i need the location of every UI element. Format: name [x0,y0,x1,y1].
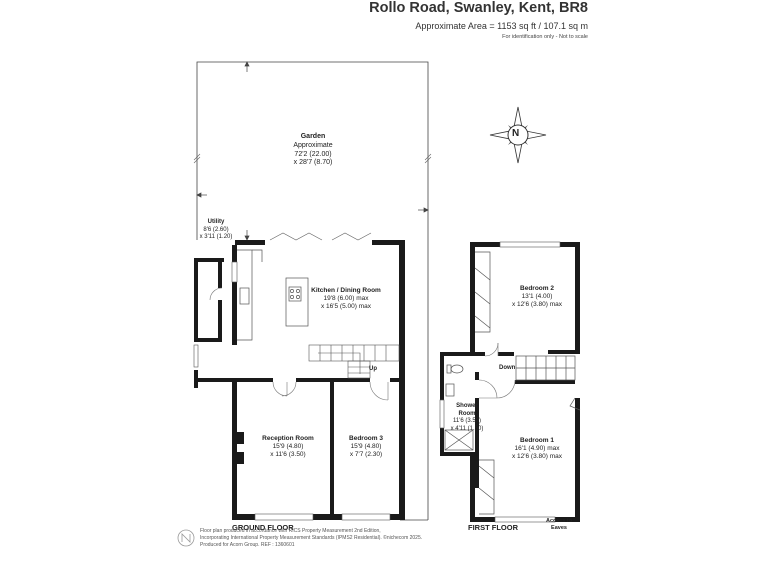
first-floor-windows [439,241,561,523]
bedroom1-name: Bedroom 1 [520,437,554,444]
garden-width: x 28'7 (8.70) [293,159,333,167]
shower-name-1: Shower [456,403,478,409]
bedroom3-name: Bedroom 3 [349,435,383,442]
ground-floor-windows [193,261,391,521]
utility-width: x 3'11 (1.20) [199,234,233,240]
utility-label: Utility 8'6 (2.60) x 3'11 (1.20) [196,219,236,242]
bifold-doors [269,232,372,241]
ground-door-swings [209,287,389,401]
shower-length: 11'6 (3.50) [452,418,482,424]
stairs-up-label: Up [369,366,377,372]
approximate-area: Approximate Area = 1153 sq ft / 107.1 sq… [415,21,588,31]
footer-line1: Floor plan produced in accordance with R… [200,528,381,534]
kitchen-name: Kitchen / Dining Room [311,287,381,294]
bedroom2-width: x 12'6 (3.80) max [511,301,562,309]
stairs-down-label: Down [499,365,516,371]
first-floor-walls [440,242,580,522]
reception-name: Reception Room [262,435,314,442]
first-floor-fittings [444,251,581,515]
first-door-swings [478,342,516,399]
first-floor-label: FIRST FLOOR [468,523,518,532]
identification-note: For identification only - Not to scale [502,34,588,40]
access-eaves-label: Access to Eaves [541,518,577,532]
nichecom-logo-icon [177,529,195,547]
utility-name: Utility [207,219,225,225]
kitchen-length: 19'8 (6.00) max [323,295,369,303]
reception-width: x 11'6 (3.50) [270,451,306,459]
kitchen-label: Kitchen / Dining Room 19'8 (6.00) max x … [306,287,386,311]
footer-line2: Incorporating International Property Mea… [200,534,423,541]
garden-ticks [193,153,432,164]
shower-width: x 4'11 (1.50) [450,425,484,432]
ground-stairs [308,344,400,379]
garden-approx: Approximate [293,141,333,149]
bedroom2-name: Bedroom 2 [520,285,554,292]
bedroom1-width: x 12'6 (3.80) max [511,453,562,461]
bedroom1-label: Bedroom 1 16'1 (4.90) max x 12'6 (3.80) … [504,437,570,461]
kitchen-width: x 16'5 (5.00) max [320,303,371,311]
bedroom3-width: x 7'7 (2.30) [349,451,383,459]
garden-arrows [196,61,429,241]
property-title: Rollo Road, Swanley, Kent, BR8 [369,0,588,16]
bedroom3-label: Bedroom 3 15'9 (4.80) x 7'7 (2.30) [338,435,394,459]
bedroom2-label: Bedroom 2 13'1 (4.00) x 12'6 (3.80) max [504,285,570,309]
footer-line3: Produced for Acorn Group. REF : 1360601 [200,541,295,548]
footer-credits: Floor plan produced in accordance with R… [200,528,422,548]
shower-room-label: Shower Room 11'6 (3.50) x 4'11 (1.50) [447,403,487,433]
bedroom1-length: 16'1 (4.90) max [514,445,560,453]
bedroom2-length: 13'1 (4.00) [521,293,553,301]
access-line2: Eaves [551,524,567,531]
reception-label: Reception Room 15'9 (4.80) x 11'6 (3.50) [254,435,322,459]
access-line1: Access to [546,518,572,524]
compass-icon [489,106,547,164]
garden-label: Garden Approximate 72'2 (22.00) x 28'7 (… [283,133,343,168]
shower-name-2: Room [458,410,476,417]
ground-floor-label: GROUND FLOOR [232,523,294,532]
garden-length: 72'2 (22.00) [294,150,332,158]
garden-name: Garden [300,133,326,140]
reception-length: 15'9 (4.80) [272,443,304,451]
ground-floor-walls [194,240,405,520]
kitchen-fittings [237,249,309,341]
utility-length: 8'6 (2.60) [203,226,229,233]
compass-north-label: N [512,128,520,139]
bedroom3-length: 15'9 (4.80) [350,443,382,451]
